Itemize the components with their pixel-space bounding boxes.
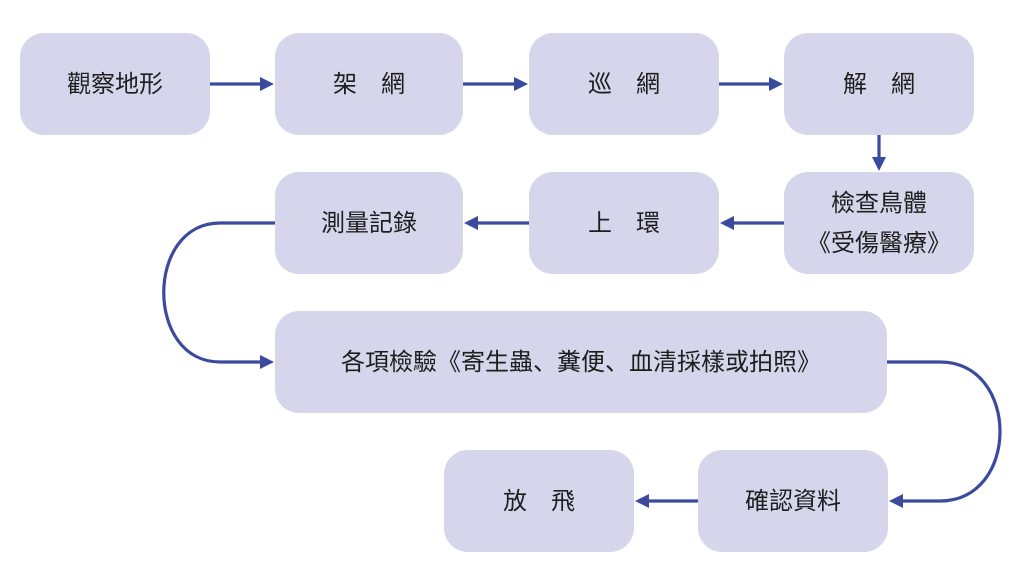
step-release-bird: 放 飛 xyxy=(444,450,634,552)
arrowhead-icon xyxy=(260,77,274,91)
step-confirm-data: 確認資料 xyxy=(698,450,888,552)
arrow-release-net-to-check-bird xyxy=(872,135,886,171)
step-observe-terrain-label: 觀察地形 xyxy=(67,70,163,98)
step-patrol-net: 巡 網 xyxy=(529,33,719,135)
arrow-observe-to-set-net xyxy=(210,77,274,91)
arrowhead-icon xyxy=(769,77,783,91)
step-release-bird-label: 放 飛 xyxy=(503,487,575,515)
step-check-bird-label: 檢查鳥體 xyxy=(831,189,927,217)
arrowhead-icon xyxy=(464,216,478,230)
arrow-inspections-to-confirm-data xyxy=(887,360,1002,508)
step-measure-record: 測量記錄 xyxy=(275,172,463,274)
step-set-net: 架 網 xyxy=(275,33,463,135)
arrow-confirm-data-to-release-bird xyxy=(635,494,698,508)
step-set-net-label: 架 網 xyxy=(333,70,405,98)
arrowhead-icon xyxy=(260,355,274,369)
arrowhead-icon xyxy=(872,157,886,171)
step-check-bird-note: 《受傷醫療》 xyxy=(807,229,951,257)
arrow-set-net-to-patrol-net xyxy=(463,77,528,91)
step-measure-record-label: 測量記錄 xyxy=(321,209,417,237)
step-inspections: 各項檢驗《寄生蟲、糞便、血清採樣或拍照》 xyxy=(275,311,887,413)
step-release-net: 解 網 xyxy=(784,33,974,135)
step-check-bird: 檢查鳥體 《受傷醫療》 xyxy=(784,172,974,274)
arrow-check-bird-to-ring xyxy=(720,216,784,230)
arrowhead-icon xyxy=(889,494,903,508)
step-release-net-label: 解 網 xyxy=(843,70,915,98)
arrowhead-icon xyxy=(720,216,734,230)
step-observe-terrain: 觀察地形 xyxy=(20,33,210,135)
step-patrol-net-label: 巡 網 xyxy=(588,70,660,98)
arrowhead-icon xyxy=(635,494,649,508)
step-ring: 上 環 xyxy=(529,172,719,274)
arrowhead-icon xyxy=(514,77,528,91)
arrow-patrol-net-to-release-net xyxy=(719,77,783,91)
step-ring-label: 上 環 xyxy=(588,209,660,237)
arrow-ring-to-measure-record xyxy=(464,216,529,230)
step-confirm-data-label: 確認資料 xyxy=(745,487,841,515)
step-inspections-label: 各項檢驗《寄生蟲、糞便、血清採樣或拍照》 xyxy=(341,348,821,376)
arrow-measure-record-to-inspections xyxy=(162,221,275,369)
